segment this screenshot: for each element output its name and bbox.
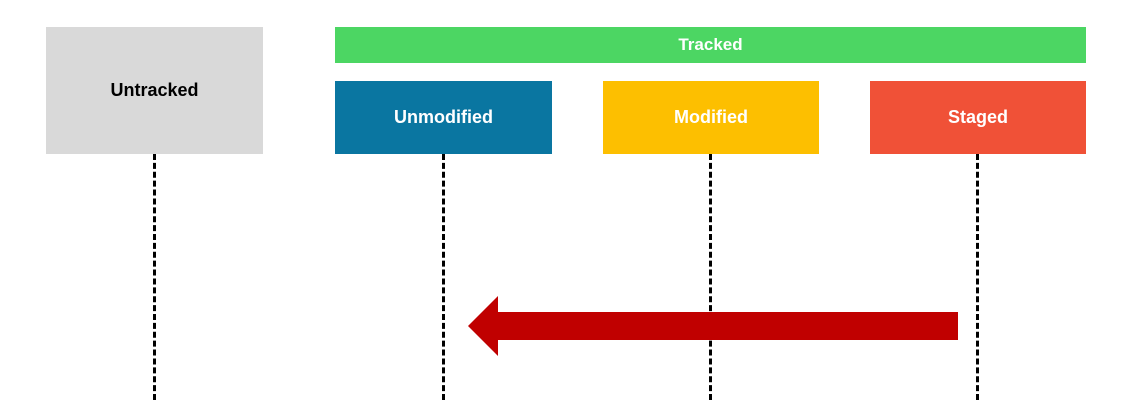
untracked-lifeline: [153, 154, 156, 400]
unmodified-lifeline: [442, 154, 445, 400]
tracked-label: Tracked: [678, 35, 743, 54]
modified-label: Modified: [674, 107, 748, 127]
untracked-label: Untracked: [110, 80, 199, 100]
untracked-box: Untracked: [46, 27, 263, 154]
modified-lifeline: [709, 154, 712, 400]
arrow-left-icon: [468, 296, 958, 356]
staged-label: Staged: [947, 107, 1008, 127]
modified-box: Modified: [603, 81, 819, 154]
staged-lifeline: [976, 154, 979, 400]
tracked-box: Tracked: [335, 27, 1086, 63]
staged-box: Staged: [870, 81, 1086, 154]
unmodified-label: Unmodified: [394, 107, 493, 127]
unmodified-box: Unmodified: [335, 81, 552, 154]
staged-to-unmodified-arrow: [468, 296, 958, 356]
